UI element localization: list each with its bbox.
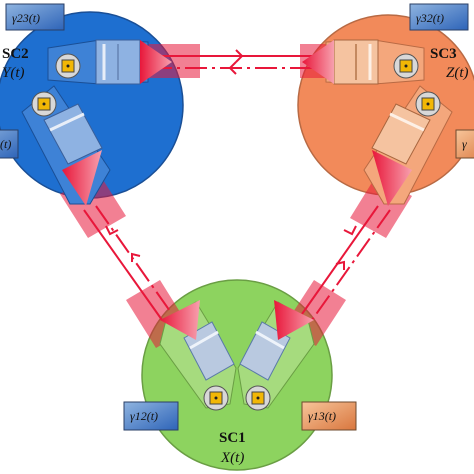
gamma-21-label: (t) [0,137,11,151]
gamma-box-13: γ13(t) [301,401,357,431]
arrow-up-icon [335,260,345,270]
gamma-box-12: γ12(t) [123,401,179,431]
sc3-signal: Z(t) [446,65,469,81]
arrow-left-icon [228,61,237,75]
gamma-31-label: γ [462,137,467,151]
sc2-optical-bench-lower [21,85,111,206]
gamma-box-32: γ32(t) [409,3,469,31]
beam-arrows [105,49,357,270]
gamma-box-23: γ23(t) [5,3,65,31]
sc1-optical-bench-left [159,300,237,411]
sc3-name: SC3 [430,46,457,62]
arrow-down-icon [343,225,357,236]
gamma-32-label: γ32(t) [416,11,444,25]
arrow-down-icon [105,225,119,236]
gamma-13-label: γ13(t) [308,409,336,423]
sc1-signal: X(t) [220,450,244,466]
gamma-box-21: (t) [0,129,19,159]
sc2-signal: Y(t) [2,65,25,81]
sc3-optical-bench-lower [363,85,453,206]
arrow-right-icon [235,49,244,63]
gamma-12-label: γ12(t) [130,409,158,423]
sc1-name: SC1 [219,430,246,446]
sc1-optical-bench-right [237,300,315,411]
gamma-23-label: γ23(t) [12,11,40,25]
gamma-box-31: γ [455,129,474,159]
arrow-up-icon [131,252,141,262]
sc3-optical-bench-left [302,39,425,85]
sc2-name: SC2 [2,46,29,62]
sc2-optical-bench-right [47,39,172,85]
